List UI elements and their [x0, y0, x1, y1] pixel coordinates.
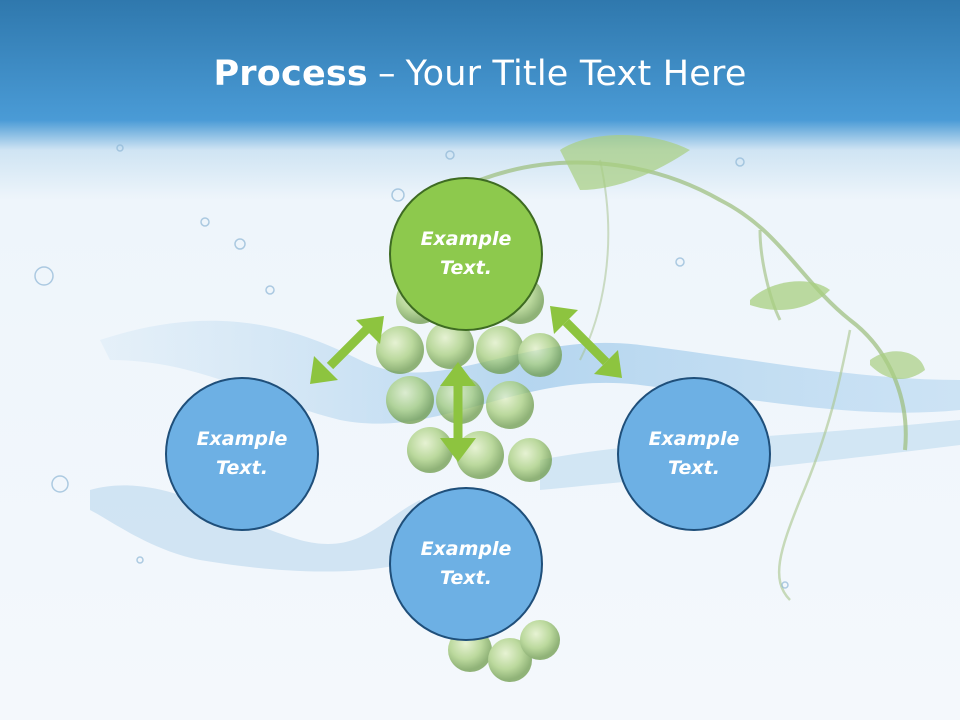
- title-bold-word: Process: [213, 54, 368, 94]
- process-node-left-label: Example Text.: [196, 428, 288, 479]
- title-rest-text: Your Title Text Here: [405, 54, 747, 94]
- title-separator: –: [377, 54, 396, 94]
- process-node-top-label: Example Text.: [420, 228, 512, 279]
- process-node-bottom[interactable]: Example Text.: [389, 487, 543, 641]
- process-node-left[interactable]: Example Text.: [165, 377, 319, 531]
- process-node-bottom-label: Example Text.: [420, 538, 512, 589]
- process-node-right-label: Example Text.: [648, 428, 740, 479]
- process-node-right[interactable]: Example Text.: [617, 377, 771, 531]
- slide-title: Process–Your Title Text Here: [0, 52, 960, 96]
- process-node-top[interactable]: Example Text.: [389, 177, 543, 331]
